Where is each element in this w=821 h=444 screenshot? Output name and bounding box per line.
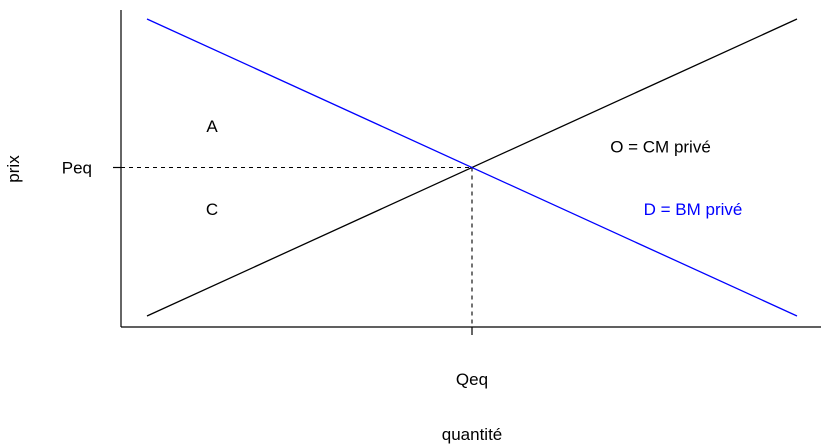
plot-axes bbox=[120, 10, 821, 328]
equilibrium-guides bbox=[121, 166, 473, 327]
demand-label: D = BM privé bbox=[644, 200, 743, 219]
demand-line bbox=[146, 18, 798, 317]
y-tick-label: Peq bbox=[62, 159, 92, 178]
series-lines bbox=[146, 18, 798, 317]
axis-ticks: Qeq Peq bbox=[62, 159, 488, 390]
annotations: A C O = CM privé D = BM privé bbox=[206, 117, 743, 219]
region-label-a: A bbox=[206, 117, 218, 136]
supply-label: O = CM privé bbox=[610, 138, 711, 157]
x-tick-label: Qeq bbox=[456, 370, 488, 389]
x-axis-title: quantité bbox=[442, 425, 503, 444]
region-label-c: C bbox=[206, 200, 218, 219]
y-axis-title: prix bbox=[4, 155, 23, 183]
